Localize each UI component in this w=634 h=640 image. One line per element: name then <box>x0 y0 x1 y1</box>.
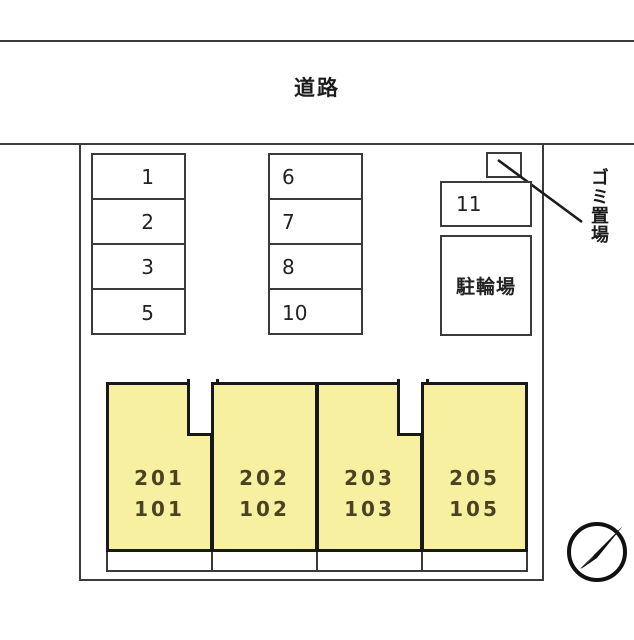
parking-space-8[interactable]: 8 <box>270 245 361 290</box>
unit-upper-number: 205 <box>449 466 500 490</box>
building-unit-203-103[interactable]: 203 103 <box>316 382 423 552</box>
parking-space-10[interactable]: 10 <box>282 300 308 325</box>
unit-lower-number: 105 <box>449 497 500 521</box>
building-unit-202-102[interactable]: 202 102 <box>211 382 318 552</box>
parking-stack-right: 6 7 8 10 <box>268 153 363 335</box>
parking-space-3[interactable]: 3 <box>93 245 184 290</box>
garbage-leader-line <box>497 158 583 224</box>
unit-upper-number: 203 <box>344 466 395 490</box>
property-boundary-right <box>542 143 544 581</box>
property-boundary-left <box>79 143 81 581</box>
road-upper-boundary-line <box>0 40 634 42</box>
balcony-strip-unit-1 <box>106 550 213 572</box>
parking-space-5[interactable]: 5 <box>141 300 154 325</box>
parking-space-2[interactable]: 2 <box>93 200 184 245</box>
unit-upper-number: 201 <box>134 466 185 490</box>
balcony-strip-unit-4 <box>421 550 528 572</box>
parking-space-7[interactable]: 7 <box>270 200 361 245</box>
apartment-building: 201 101 202 102 203 103 205 105 <box>100 374 530 574</box>
unit-lower-number: 101 <box>134 497 185 521</box>
balcony-strip-unit-2 <box>211 550 318 572</box>
unit-lower-number: 102 <box>239 497 290 521</box>
unit-lower-number: 103 <box>344 497 395 521</box>
road-lower-boundary-line <box>0 143 634 145</box>
parking-space-6[interactable]: 6 <box>270 155 361 200</box>
compass-north-icon <box>567 522 627 582</box>
building-unit-201-101-labels: 201 101 <box>109 463 210 525</box>
road-label: 道路 <box>294 76 340 100</box>
parking-stack-left: 1 2 3 5 <box>91 153 186 335</box>
parking-space-1[interactable]: 1 <box>93 155 184 200</box>
building-unit-201-101[interactable]: 201 101 <box>106 382 213 552</box>
property-boundary-bottom <box>79 579 544 581</box>
balcony-strip-unit-3 <box>316 550 423 572</box>
building-unit-203-103-labels: 203 103 <box>319 463 420 525</box>
building-unit-205-105[interactable]: 205 105 <box>421 382 528 552</box>
unit-upper-number: 202 <box>239 466 290 490</box>
parking-space-11[interactable]: 11 <box>440 181 532 227</box>
building-unit-205-105-labels: 205 105 <box>424 463 525 525</box>
building-unit-202-102-labels: 202 102 <box>214 463 315 525</box>
bicycle-parking-box[interactable]: 駐輪場 <box>440 235 532 336</box>
garbage-area-label: ゴミ置場 <box>588 168 609 244</box>
